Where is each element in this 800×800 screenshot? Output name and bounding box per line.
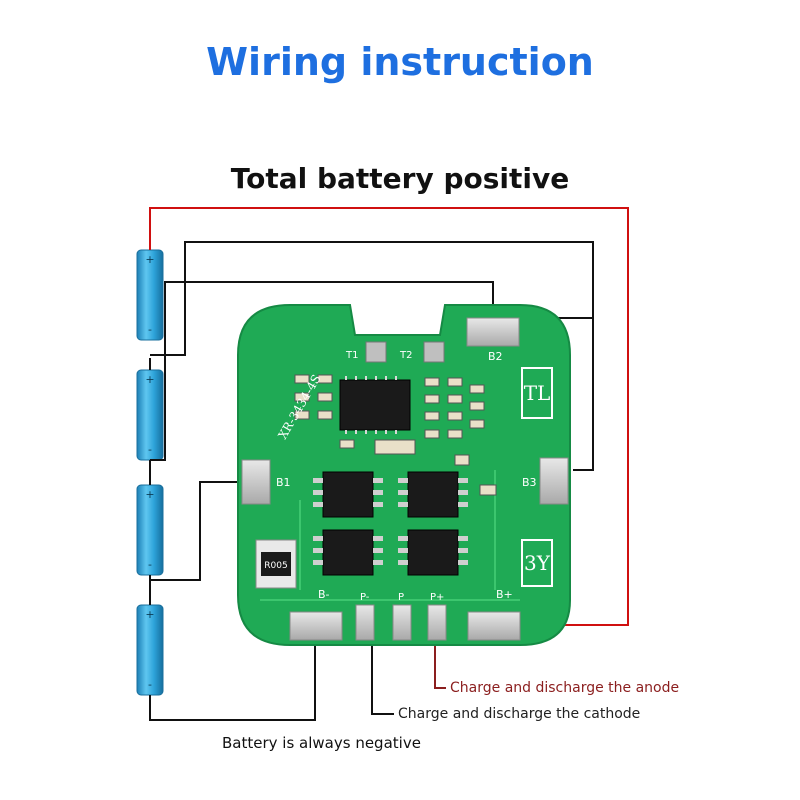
protection-board: R005 TL 3Y XR-3434-4S B1 B2 B3 B- B+ P- … [237,304,571,646]
wire-b2 [150,241,594,356]
b-plus-label: B+ [496,588,513,601]
positive-wire [149,207,629,626]
page-title: Wiring instruction [206,40,594,84]
wire-b3 [149,281,494,461]
b-minus-label: B- [318,588,330,601]
t1-label: T1 [345,350,358,361]
p-label: P [398,592,404,603]
b2-label: B2 [488,350,503,363]
t2-label: T2 [399,350,412,361]
svg-text:+: + [145,253,154,266]
p-minus-label: P- [360,592,370,603]
b2-pad [466,317,520,347]
p-plus-pad [427,604,447,641]
svg-text:-: - [148,323,152,336]
mark-3y: 3Y [524,551,551,575]
cathode-wire [371,640,394,715]
battery-cell-3: + - [136,484,164,576]
mosfet-3 [322,529,374,576]
battery-cell-2: + - [136,369,164,461]
b-plus-pad [467,611,521,641]
svg-text:-: - [148,678,152,691]
battery-cell-1: + - [136,249,164,341]
p-minus-pad [355,604,375,641]
anode-label: Charge and discharge the anode [450,680,680,696]
mark-tl: TL [524,381,551,405]
resistor-label: R005 [264,561,287,571]
p-plus-label: P+ [430,592,444,603]
negative-label: Battery is always negative [222,734,421,752]
b1-label: B1 [276,476,291,489]
b-minus-pad [289,611,343,641]
battery-cell-4: + - [136,604,164,696]
p-pad [392,604,412,641]
wire-b3-link [573,318,594,471]
mosfet-2 [407,471,459,518]
control-ic [339,379,411,431]
negative-wire [149,630,316,721]
mosfet-4 [407,529,459,576]
anode-wire [434,640,446,689]
total-positive-label: Total battery positive [230,162,570,195]
b3-pad [539,457,569,505]
mosfet-1 [322,471,374,518]
svg-text:-: - [148,443,152,456]
svg-text:-: - [148,558,152,571]
svg-text:+: + [145,373,154,386]
svg-text:+: + [145,488,154,501]
wires [149,207,629,721]
svg-text:+: + [145,608,154,621]
wire-b1 [149,460,258,581]
b1-pad [241,459,271,505]
cathode-label: Charge and discharge the cathode [398,706,641,722]
b3-label: B3 [522,476,537,489]
